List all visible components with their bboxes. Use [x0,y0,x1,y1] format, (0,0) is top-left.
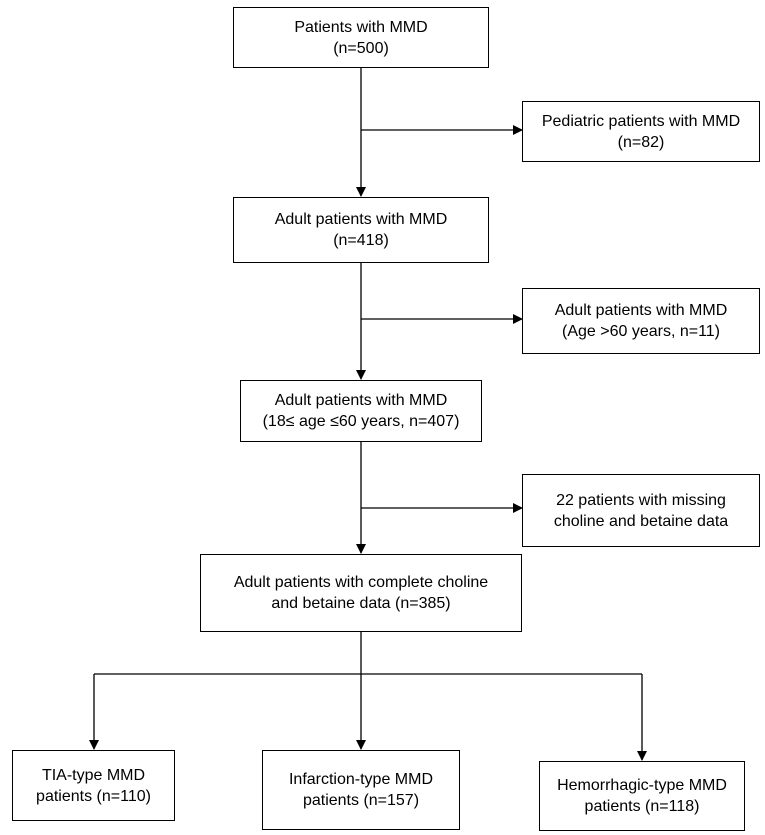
box-adult-over-60: Adult patients with MMD (Age >60 years, … [522,288,760,354]
box-line: Patients with MMD [294,18,428,36]
box-line: Adult patients with MMD [554,302,728,319]
box-line: (Age >60 years, n=11) [561,323,721,340]
box-line: (n=82) [617,133,665,151]
box-line: (18≤ age ≤60 years, n=407) [262,413,460,430]
box-missing-data: 22 patients with missing choline and bet… [522,474,760,547]
box-adult-18-to-60: Adult patients with MMD (18≤ age ≤60 yea… [240,380,482,442]
box-line: and betaine data (n=385) [271,595,451,612]
box-line: (n=418) [333,232,389,249]
box-complete-data: Adult patients with complete choline and… [200,554,522,632]
box-line: Adult patients with complete choline [233,574,489,591]
box-line: Adult patients with MMD [274,211,448,228]
box-line: 22 patients with missing [556,491,726,509]
box-line: patients (n=110) [36,787,151,805]
box-line: Hemorrhagic-type MMD [557,777,727,794]
box-line: (n=500) [333,39,389,57]
box-line: patients (n=118) [584,798,700,815]
box-line: TIA-type MMD [41,766,146,784]
box-pediatric-patients: Pediatric patients with MMD (n=82) [522,101,760,162]
box-line: Infarction-type MMD [288,771,434,788]
box-line: choline and betaine data [553,512,729,530]
box-line: Adult patients with MMD [274,392,448,409]
box-infarction-type: Infarction-type MMD patients (n=157) [262,750,460,830]
box-adult-patients: Adult patients with MMD (n=418) [233,197,489,263]
box-hemorrhagic-type: Hemorrhagic-type MMD patients (n=118) [539,761,745,831]
box-tia-type: TIA-type MMD patients (n=110) [12,750,175,821]
box-line: Pediatric patients with MMD [541,112,741,130]
box-patients-with-mmd: Patients with MMD (n=500) [233,7,489,68]
box-line: patients (n=157) [302,792,420,809]
